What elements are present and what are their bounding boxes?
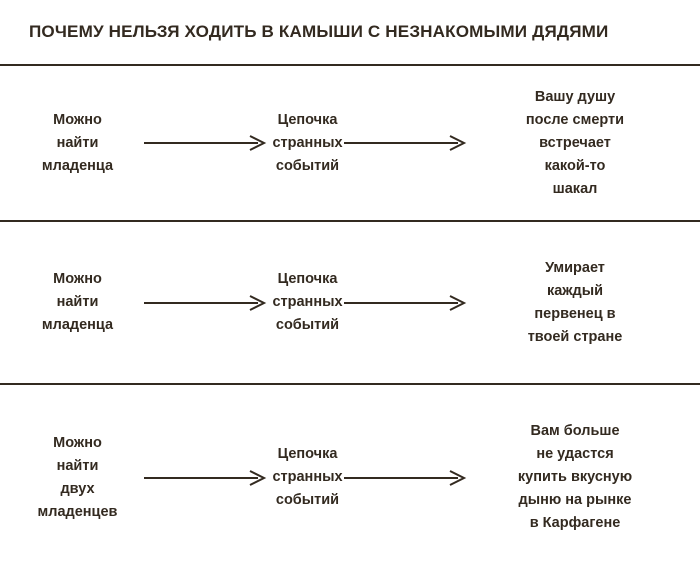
- row2-arrow-2-icon: [344, 293, 467, 313]
- row1-middle-text: Цепочка странных событий: [272, 111, 343, 174]
- row3-arrow-1-icon: [144, 468, 267, 488]
- poster-title-bar: ПОЧЕМУ НЕЛЬЗЯ ХОДИТЬ В КАМЫШИ С НЕЗНАКОМ…: [0, 0, 700, 64]
- divider-top: [0, 64, 700, 66]
- divider-2: [0, 383, 700, 385]
- row3-arrow-2-icon: [344, 468, 467, 488]
- row2-middle-text: Цепочка странных событий: [272, 271, 343, 333]
- row1-result-text: Вашу душу после смерти встречает какой-т…: [525, 88, 625, 197]
- divider-1: [0, 220, 700, 222]
- row2-cause-text: Можно найти младенца: [41, 271, 114, 333]
- row2-result-text: Умирает каждый первенец в твоей стране: [527, 259, 623, 345]
- flow-row-2: Можно найти младенца Цепочка странных со…: [0, 222, 700, 383]
- flow-row-1: Можно найти младенца Цепочка странных со…: [0, 66, 700, 220]
- row1-cause-text: Можно найти младенца: [41, 111, 114, 174]
- row3-middle-text: Цепочка странных событий: [272, 446, 343, 508]
- flow-row-3: Можно найти двух младенцев Цепочка стран…: [0, 385, 700, 570]
- row3-result-text: Вам больше не удастся купить вкусную дын…: [517, 423, 633, 531]
- row3-cause-text: Можно найти двух младенцев: [37, 434, 118, 520]
- row2-arrow-1-icon: [144, 293, 267, 313]
- row1-arrow-2-icon: [344, 133, 467, 153]
- row1-arrow-1-icon: [144, 133, 267, 153]
- poster-title: ПОЧЕМУ НЕЛЬЗЯ ХОДИТЬ В КАМЫШИ С НЕЗНАКОМ…: [29, 22, 609, 41]
